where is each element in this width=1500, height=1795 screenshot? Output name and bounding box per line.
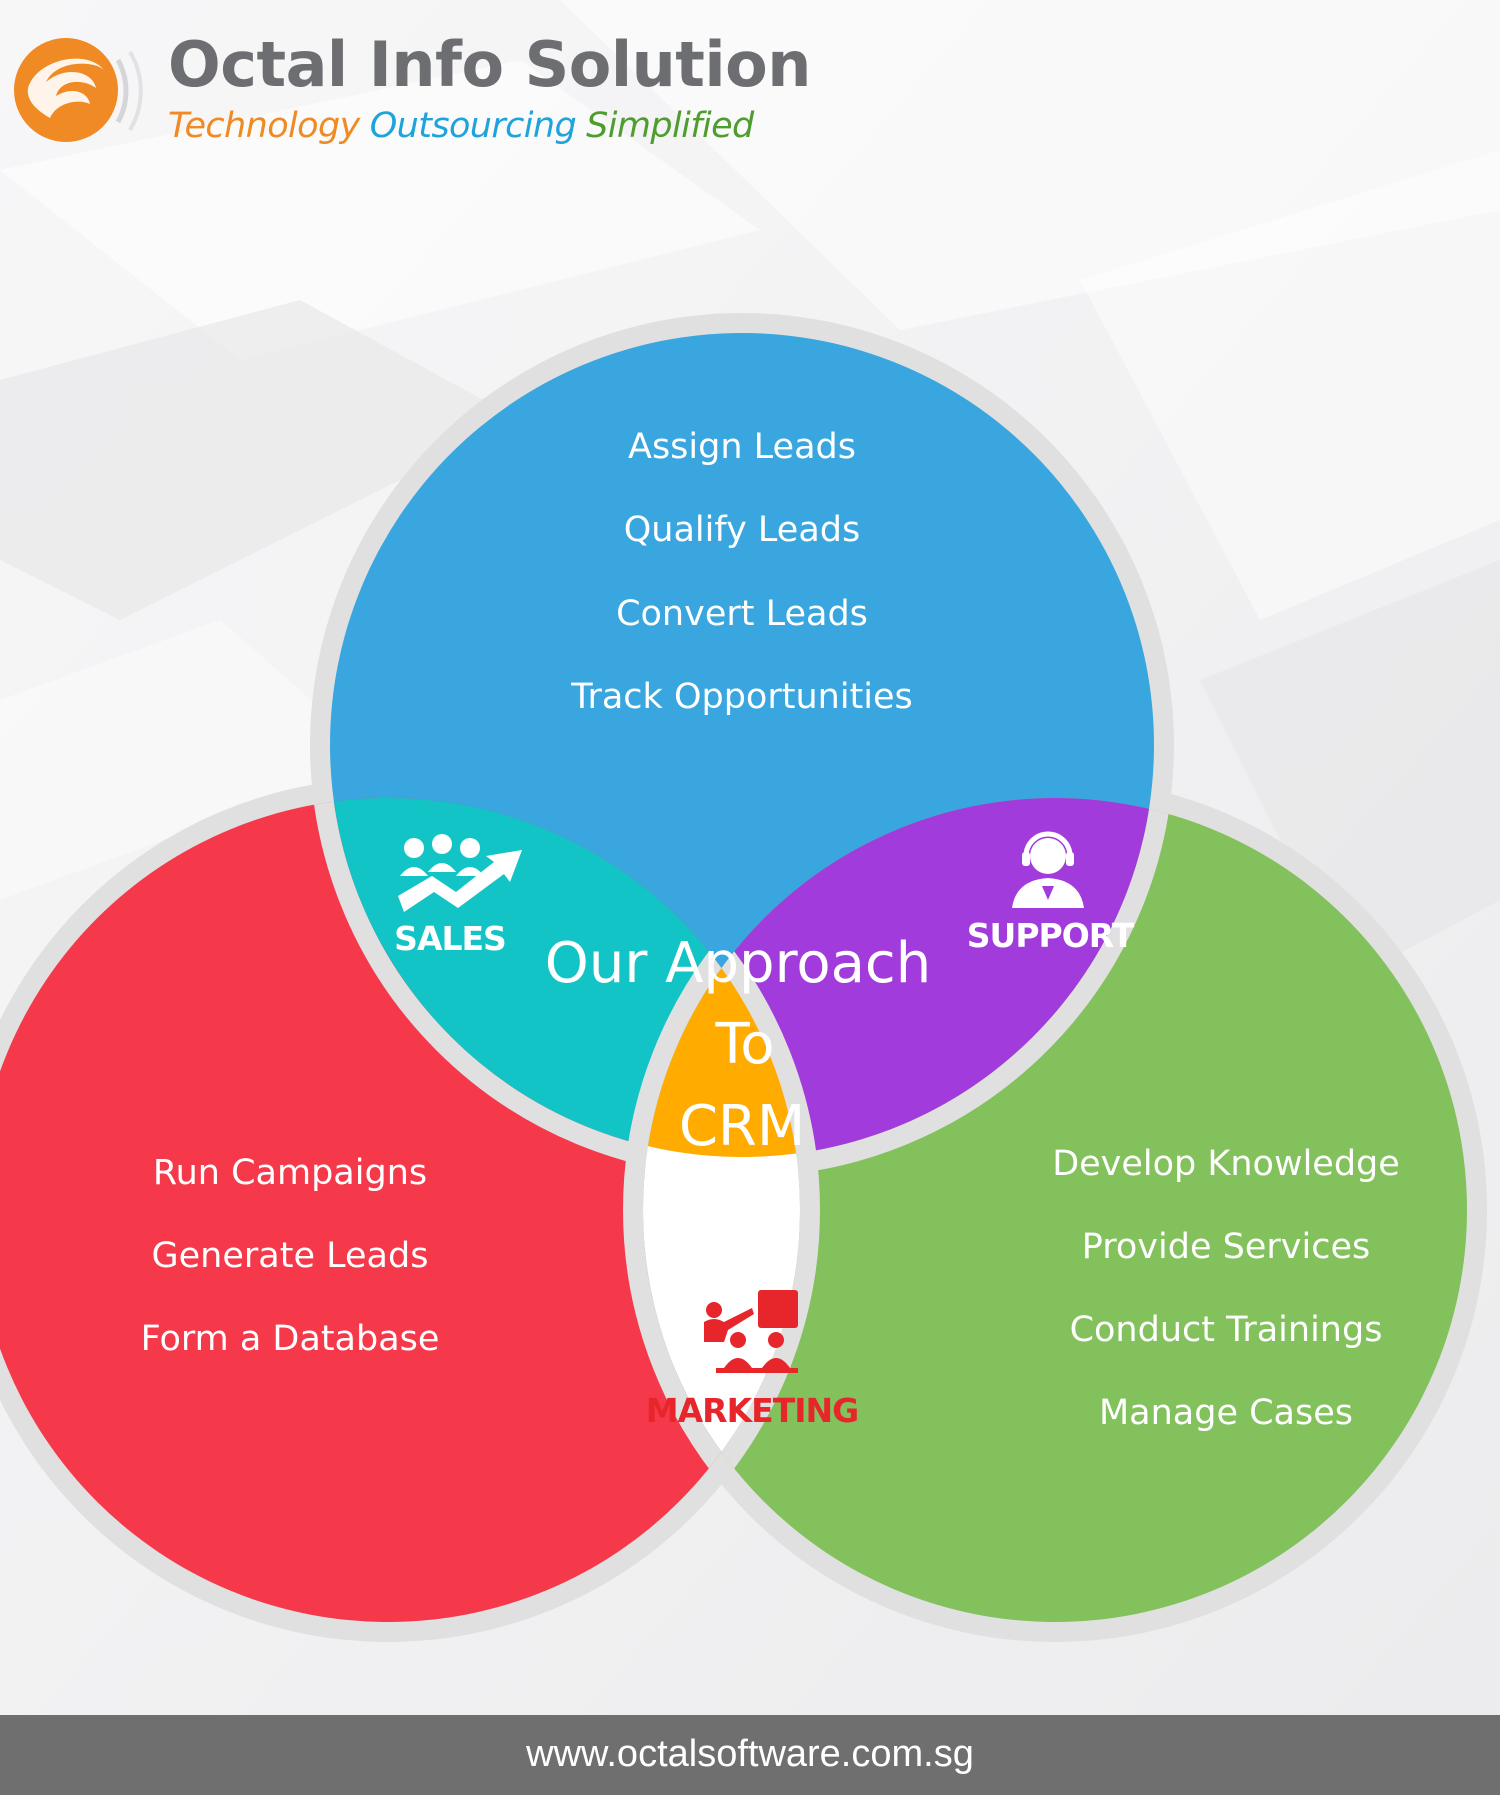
center-title-line: Our Approach [545,931,931,996]
support-agent-icon [1012,831,1084,908]
tagline-word: Outsourcing [369,106,577,146]
marketing-item: Form a Database [141,1319,440,1359]
support-item: Provide Services [1082,1227,1370,1267]
center-title-line: To [715,1012,775,1077]
website-url[interactable]: www.octalsoftware.com.sg [526,1733,974,1775]
support-item: Develop Knowledge [1052,1144,1400,1184]
sales-overlap-region [330,798,800,1157]
support-label: SUPPORT [967,916,1135,955]
support-item: Conduct Trainings [1070,1310,1383,1350]
sales-growth-icon [398,834,522,912]
presentation-icon [704,1290,798,1373]
sales-item: Qualify Leads [624,510,861,550]
support-overlap-region [643,798,1154,1157]
sales-item: Track Opportunities [570,677,913,717]
crm-venn-diagram: Assign Leads Qualify Leads Convert Leads… [0,313,1487,1642]
marketing-item: Generate Leads [152,1236,429,1276]
company-logo-icon [14,38,143,142]
sales-label: SALES [394,919,506,958]
sales-item: Convert Leads [616,594,868,634]
sales-item: Assign Leads [628,427,856,467]
tagline-word: Simplified [586,106,754,146]
marketing-item: Run Campaigns [153,1153,427,1193]
company-name: Octal Info Solution [168,28,811,101]
tagline-word: Technology [168,106,360,146]
marketing-label: MARKETING [646,1391,858,1430]
center-title-line: CRM [679,1094,805,1159]
support-item: Manage Cases [1099,1393,1353,1433]
footer-bar: www.octalsoftware.com.sg [0,1715,1500,1795]
